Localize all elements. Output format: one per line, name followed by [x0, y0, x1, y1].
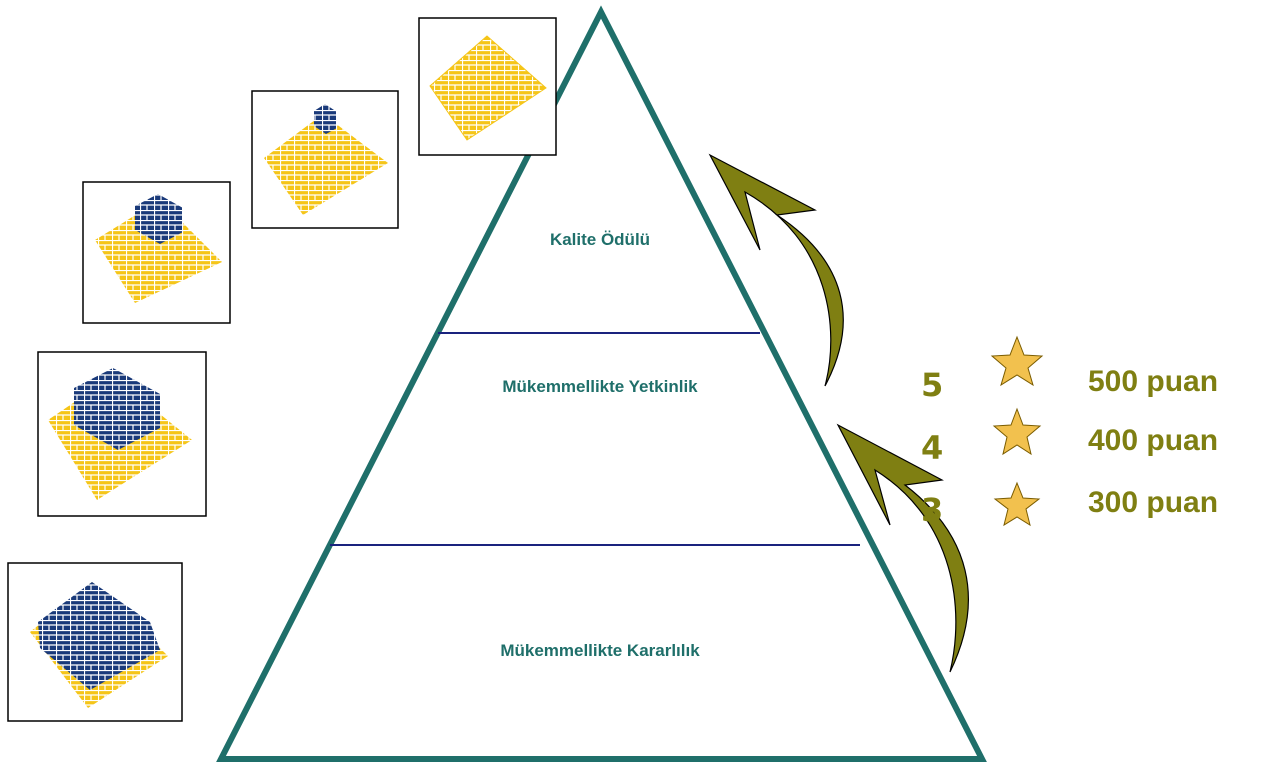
star-icon-5 [992, 337, 1042, 385]
star-count-3: 3 [921, 491, 943, 529]
pyramid-icon-level-4 [252, 91, 398, 228]
points-400: 400 puan [1088, 424, 1218, 458]
pyramid-icon-level-5 [419, 18, 556, 155]
level-label-middle: Mükemmellikte Yetkinlik [500, 376, 700, 398]
star-count-4: 4 [921, 429, 943, 467]
level-label-bottom: Mükemmellikte Kararlılık [430, 640, 770, 662]
pyramid-icon-level-3 [83, 182, 230, 323]
star-icon-4 [994, 409, 1040, 454]
star-count-5: 5 [921, 366, 943, 404]
pyramid-icon-level-1 [8, 563, 182, 721]
pyramid-icon-level-2 [38, 352, 206, 516]
points-300: 300 puan [1088, 486, 1218, 520]
star-icon-3 [995, 483, 1039, 525]
points-500: 500 puan [1088, 365, 1218, 399]
level-label-top: Kalite Ödülü [500, 229, 700, 251]
